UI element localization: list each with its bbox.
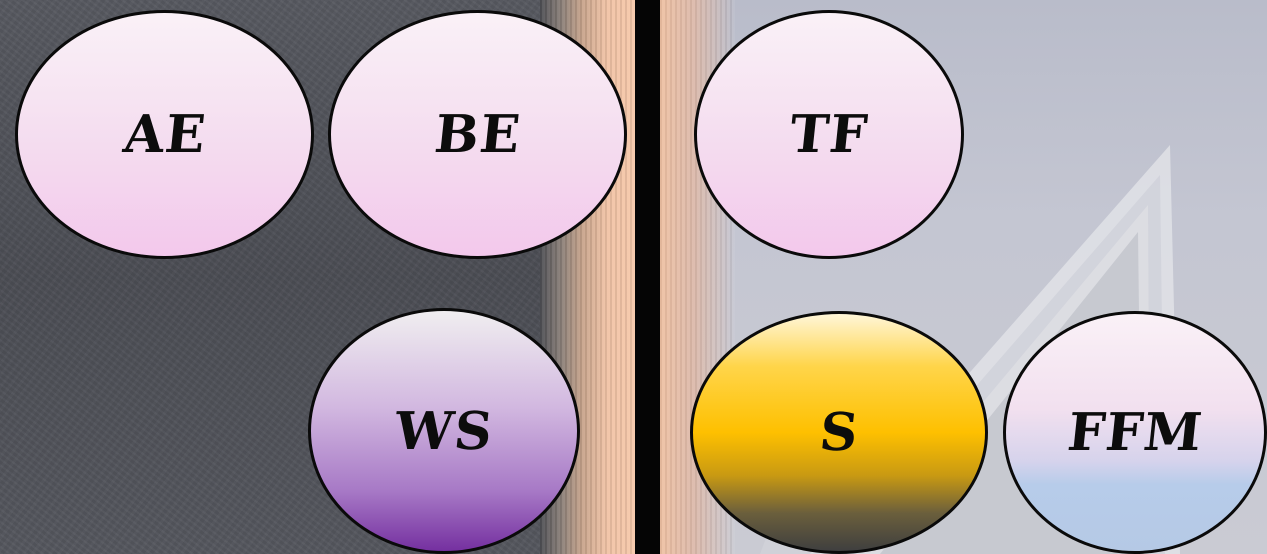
ae-button-label: AE <box>120 104 208 165</box>
ws-button[interactable]: WS <box>308 308 580 554</box>
ffm-button-label: FFM <box>1065 402 1206 463</box>
ae-button[interactable]: AE <box>15 10 314 259</box>
s-button[interactable]: S <box>690 311 988 554</box>
ffm-button[interactable]: FFM <box>1003 311 1267 554</box>
center-divider <box>635 0 660 554</box>
ws-button-label: WS <box>392 401 496 462</box>
tf-button-label: TF <box>787 104 871 165</box>
be-button[interactable]: BE <box>328 10 627 259</box>
be-button-label: BE <box>431 104 523 165</box>
tf-button[interactable]: TF <box>694 10 964 259</box>
s-button-label: S <box>817 402 862 463</box>
